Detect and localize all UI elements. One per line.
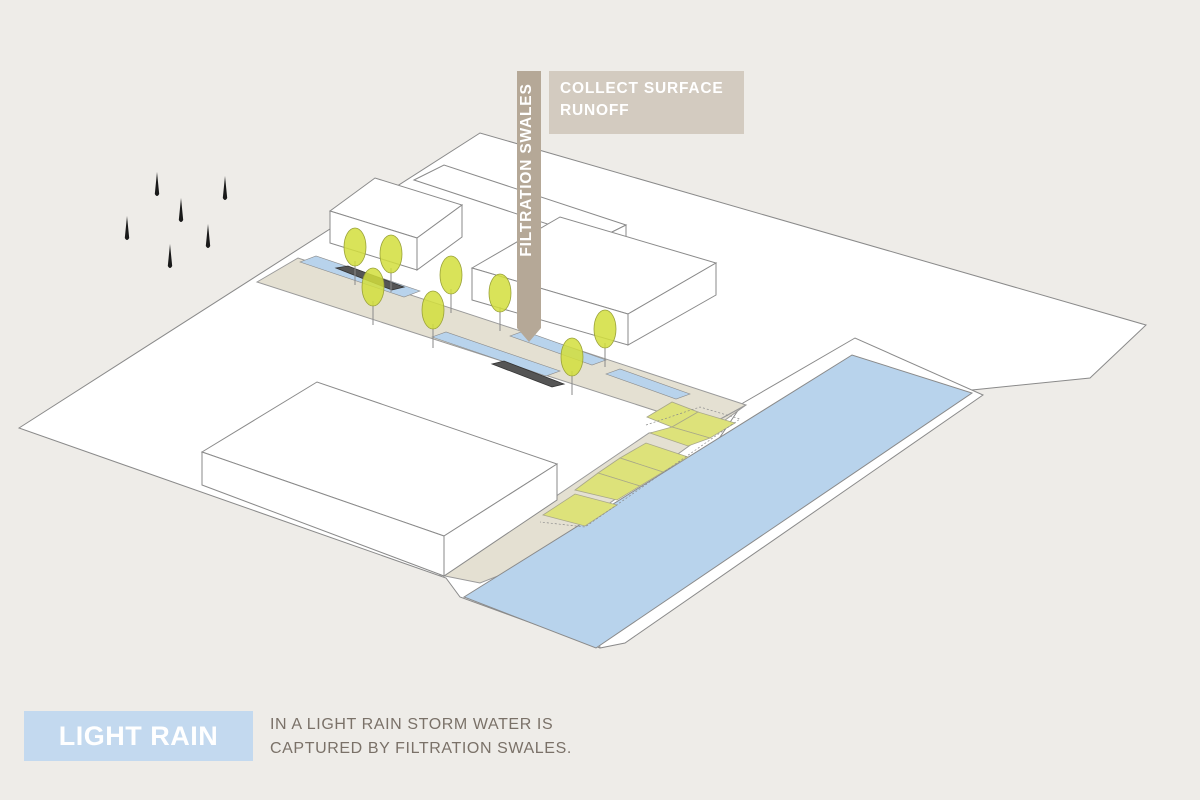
legend-title-box: LIGHT RAIN [24,711,253,761]
tree-icon [439,255,463,313]
raindrop-icon [154,172,160,196]
raindrop-icon [205,224,211,248]
canal-water [462,354,974,649]
callout-line-1: COLLECT SURFACE [560,80,724,97]
legend-description-line-1: IN A LIGHT RAIN STORM WATER IS [270,716,554,733]
large-building [200,381,559,577]
legend-title: LIGHT RAIN [58,721,219,751]
bioswale-dashed-edges [539,406,741,528]
tree-icon [421,290,445,348]
raindrop-icon [222,176,228,200]
legend-description-line-2: CAPTURED BY FILTRATION SWALES. [270,740,572,757]
raindrop-icon [178,198,184,222]
legend-description: IN A LIGHT RAIN STORM WATER IS CAPTURED … [270,713,610,761]
raindrop-icon [167,244,173,268]
tree-icon [560,337,584,395]
raindrop-icon [124,216,130,240]
tree-icon [343,227,367,285]
collect-surface-runoff-callout: COLLECT SURFACE RUNOFF [549,71,744,134]
downward-arrow-icon [517,71,541,342]
filtration-swales-text: FILTRATION SWALES [518,83,535,257]
trees [343,227,617,395]
tree-icon [379,234,403,292]
raindrops [124,172,228,268]
street-drain [490,360,566,388]
tree-icon [593,309,617,367]
callout-line-2: RUNOFF [560,102,630,119]
tree-icon [361,267,385,325]
blue-swale-strip [605,368,691,400]
tree-icon [488,273,512,331]
bioswale-pads [542,401,736,527]
